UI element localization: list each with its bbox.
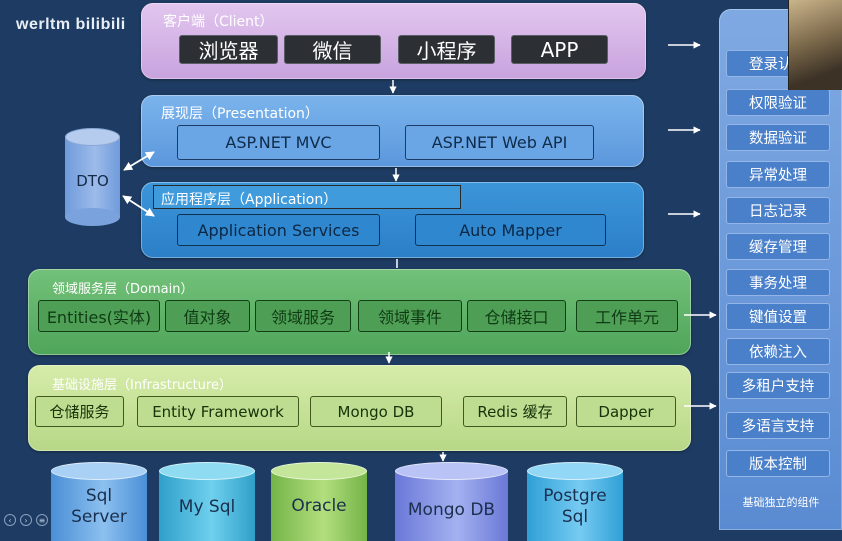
- db-oracle-label: Oracle: [291, 496, 347, 516]
- db-sqlserver-top: [51, 462, 147, 480]
- db-postgresql-label-2: Sql: [561, 507, 589, 527]
- arrow-dto-application: [122, 195, 155, 217]
- application-item-services: Application Services: [177, 214, 380, 246]
- infrastructure-item-redis: Redis 缓存: [463, 396, 567, 427]
- infrastructure-item-entity-framework: Entity Framework: [137, 396, 299, 427]
- db-oracle-body: [271, 471, 367, 541]
- dto-cylinder: DTO: [65, 128, 120, 226]
- cross-item-transaction: 事务处理: [726, 269, 830, 296]
- cross-item-permission: 权限验证: [726, 89, 830, 116]
- cross-item-multi-tenant: 多租户支持: [726, 372, 830, 399]
- db-mysql-body: [159, 471, 255, 541]
- infrastructure-layer-title: 基础设施层（Infrastructure）: [52, 378, 232, 393]
- arrow-dto-presentation: [123, 151, 155, 171]
- domain-item-repository-interface: 仓储接口: [467, 300, 566, 332]
- db-postgresql-top: [527, 462, 623, 480]
- infrastructure-item-repository-service: 仓储服务: [35, 396, 124, 427]
- client-item-miniprogram: 小程序: [398, 35, 495, 64]
- domain-item-unit-of-work: 工作单元: [576, 300, 678, 332]
- cross-item-logging: 日志记录: [726, 197, 830, 224]
- slide-prev-icon[interactable]: ‹: [4, 514, 16, 526]
- dto-cylinder-top: [65, 128, 120, 146]
- db-mongodb: Mongo DB: [395, 462, 508, 541]
- slide-menu-icon[interactable]: ≡: [36, 514, 48, 526]
- cross-item-caching: 缓存管理: [726, 233, 830, 260]
- cross-cutting-panel: 登录认证 权限验证 数据验证 异常处理 日志记录 缓存管理 事务处理 键值设置 …: [719, 9, 842, 530]
- domain-item-domain-service: 领域服务: [255, 300, 351, 332]
- domain-item-value-object: 值对象: [165, 300, 250, 332]
- application-layer-title: 应用程序层（Application）: [161, 192, 338, 208]
- cross-item-data-validation: 数据验证: [726, 124, 830, 151]
- connector-arrows: [122, 41, 717, 462]
- db-postgresql-label-1: Postgre: [543, 486, 607, 506]
- client-item-browser: 浏览器: [179, 35, 278, 64]
- presentation-layer-title: 展现层（Presentation）: [161, 106, 319, 122]
- db-mysql-label: My Sql: [178, 497, 236, 517]
- db-oracle: Oracle: [271, 462, 367, 541]
- dto-cylinder-body: [65, 137, 120, 217]
- db-mongodb-label: Mongo DB: [407, 500, 496, 520]
- cross-item-key-value: 键值设置: [726, 303, 830, 330]
- db-mysql-top: [159, 462, 255, 480]
- cross-item-exception: 异常处理: [726, 161, 830, 188]
- application-title-frame: [153, 185, 461, 209]
- db-postgresql-body: [527, 471, 623, 541]
- infrastructure-item-dapper: Dapper: [576, 396, 676, 427]
- bilibili-watermark: werltm bilibili: [16, 16, 126, 33]
- presentation-item-aspnet-webapi: ASP.NET Web API: [405, 125, 594, 160]
- db-sqlserver-body: [51, 471, 147, 541]
- client-item-app: APP: [511, 35, 608, 64]
- presentation-item-aspnet-mvc: ASP.NET MVC: [177, 125, 380, 160]
- cross-cutting-footer: 基础独立的组件: [742, 496, 820, 509]
- db-mongodb-top: [395, 462, 508, 480]
- infrastructure-item-mongodb: Mongo DB: [310, 396, 442, 427]
- client-item-wechat: 微信: [284, 35, 381, 64]
- domain-layer-title: 领域服务层（Domain）: [52, 282, 194, 297]
- db-sqlserver-label-1: Sql: [85, 486, 113, 506]
- webcam-overlay: [788, 0, 842, 90]
- db-oracle-top: [271, 462, 367, 480]
- application-item-automapper: Auto Mapper: [415, 214, 606, 246]
- cross-item-multi-language: 多语言支持: [726, 412, 830, 439]
- domain-item-domain-event: 领域事件: [358, 300, 462, 332]
- dto-label: DTO: [76, 172, 109, 190]
- dto-cylinder-bottom: [65, 208, 120, 226]
- slide-next-icon[interactable]: ›: [20, 514, 32, 526]
- db-postgresql: Postgre Sql: [527, 462, 623, 541]
- db-sqlserver: Sql Server: [51, 462, 147, 541]
- db-sqlserver-label-2: Server: [71, 507, 127, 527]
- db-mysql: My Sql: [159, 462, 255, 541]
- db-mongodb-body: [395, 471, 508, 541]
- cross-item-dependency-injection: 依赖注入: [726, 338, 830, 365]
- client-layer-title: 客户端（Client）: [163, 14, 274, 30]
- domain-item-entities: Entities(实体): [38, 300, 160, 332]
- cross-item-versioning: 版本控制: [726, 450, 830, 477]
